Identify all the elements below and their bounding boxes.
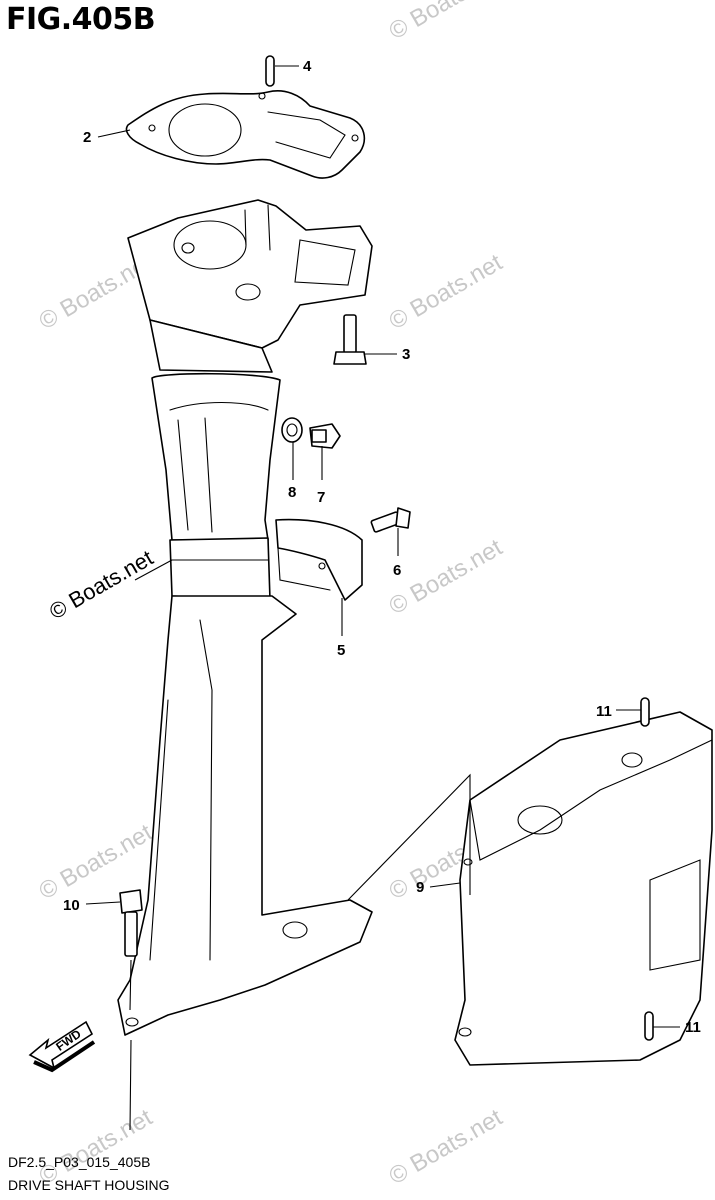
watermark: © Boats.net	[385, 1104, 508, 1190]
part-11-pin-top	[640, 697, 650, 727]
figure-title: FIG.405B	[6, 2, 156, 37]
assembly-lines	[129, 559, 471, 1131]
callout-10: 10	[63, 897, 80, 914]
drive-shaft-housing	[117, 199, 373, 1036]
callout-11-bottom: 11	[685, 1019, 701, 1036]
callout-4: 4	[303, 58, 312, 75]
callout-7: 7	[317, 489, 325, 506]
watermark: © Boats.net	[385, 0, 508, 45]
callout-3: 3	[402, 346, 410, 363]
fwd-arrow-icon: FWD	[28, 1020, 96, 1073]
watermark-dark: © Boats.net	[45, 545, 157, 624]
callout-numbers: 4 2 3 8 7 6 5 11 9 10 11	[63, 58, 701, 1036]
part-11-pin-bottom	[644, 1011, 654, 1041]
callout-2: 2	[83, 129, 91, 146]
part-8-washer	[281, 417, 303, 443]
diagram-caption: DRIVE SHAFT HOUSING	[8, 1177, 170, 1193]
part-5-bracket	[275, 518, 363, 601]
callout-8: 8	[288, 484, 296, 501]
watermark: © Boats.net	[385, 249, 508, 335]
part-7-plug	[309, 423, 341, 449]
part-10-bolt	[119, 889, 143, 957]
callout-11-top: 11	[596, 703, 612, 720]
part-6-bolt	[370, 507, 411, 533]
diagram-code: DF2.5_P03_015_405B	[8, 1154, 151, 1170]
watermark: © Boats.net	[385, 534, 508, 620]
part-3-bolt	[333, 314, 367, 365]
callout-9: 9	[416, 879, 424, 896]
part-2-gasket	[125, 90, 366, 179]
watermarks: © Boats.net © Boats.net © Boats.net © Bo…	[35, 0, 508, 1190]
part-9-cover	[454, 711, 713, 1066]
callout-leaders	[85, 65, 680, 1028]
part-4-pin	[265, 55, 275, 87]
callout-5: 5	[337, 642, 345, 659]
callout-6: 6	[393, 562, 401, 579]
